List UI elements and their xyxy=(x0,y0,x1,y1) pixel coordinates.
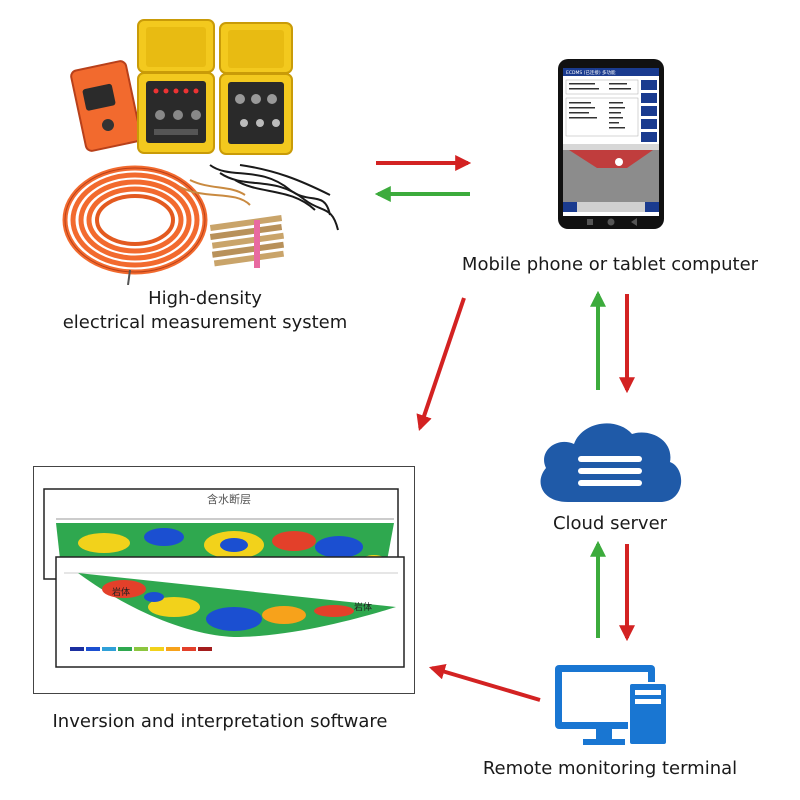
transmitter-box xyxy=(70,60,142,152)
measurement-system-image xyxy=(60,15,350,285)
arrow-mobile-to-software xyxy=(416,297,466,432)
cloud-label: Cloud server xyxy=(552,513,668,534)
system-label: High-density electrical measurement syst… xyxy=(20,287,390,335)
terminal-label: Remote monitoring terminal xyxy=(482,758,738,779)
system-label-line-1: High-density xyxy=(148,288,262,309)
software-label: Inversion and interpretation software xyxy=(52,711,388,732)
computer-icon xyxy=(553,663,669,747)
cloud-icon xyxy=(530,410,690,510)
mobile-label: Mobile phone or tablet computer xyxy=(461,254,759,275)
software-panel: 含水断层 岩体 岩体 xyxy=(33,466,415,694)
phone-header: ECDMS (已连接) 多功能 xyxy=(566,69,616,76)
phone-side-buttons xyxy=(641,80,657,142)
cable-coil xyxy=(62,165,208,285)
rock-tag-right: 岩体 xyxy=(354,601,372,613)
instrument-case-2 xyxy=(219,22,293,155)
tower xyxy=(629,683,667,745)
rock-tag-left: 岩体 xyxy=(112,586,130,598)
black-cables xyxy=(179,164,339,231)
system-label-line-2: electrical measurement system xyxy=(62,312,348,333)
mobile-phone-image: ECDMS (已连接) 多功能 xyxy=(557,58,665,230)
instrument-case-1 xyxy=(137,19,215,154)
resistivity-color-scale xyxy=(70,647,212,651)
arrow-terminal-to-software xyxy=(428,663,541,702)
electrode-stakes xyxy=(209,215,285,268)
software-title: 含水断层 xyxy=(207,492,251,506)
inversion-section-bottom: 岩体 岩体 xyxy=(55,556,405,668)
